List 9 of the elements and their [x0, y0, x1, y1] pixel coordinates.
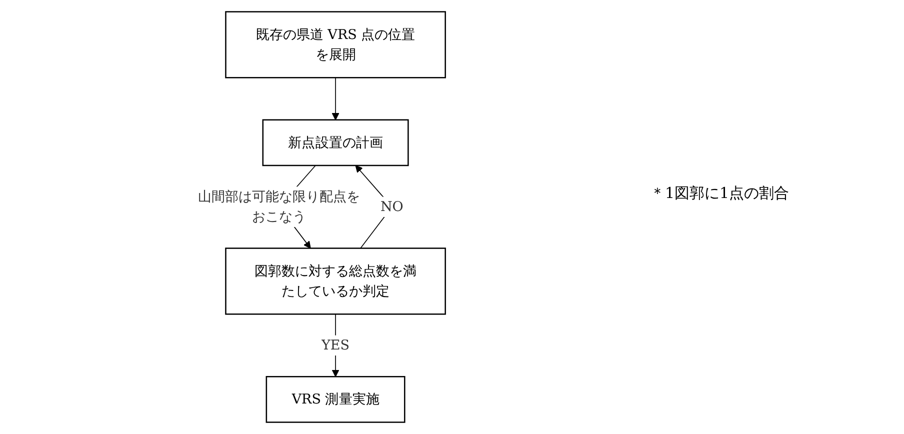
note-text: ＊1図郭に1点の割合 [650, 184, 790, 203]
node-box: 図郭数に対する総点数を満たしているか判定 [225, 248, 446, 315]
arrow [332, 77, 340, 120]
node-box: 新点設置の計画 [262, 119, 409, 166]
edge-label: YES [322, 336, 350, 353]
edge-label: NO [380, 198, 404, 214]
node-box: 既存の県道 VRS 点の位置を展開 [225, 11, 446, 78]
edge-label: 山間部は可能な限り配点をおこなう [198, 188, 360, 225]
node-box: VRS 測量実施 [266, 376, 406, 423]
